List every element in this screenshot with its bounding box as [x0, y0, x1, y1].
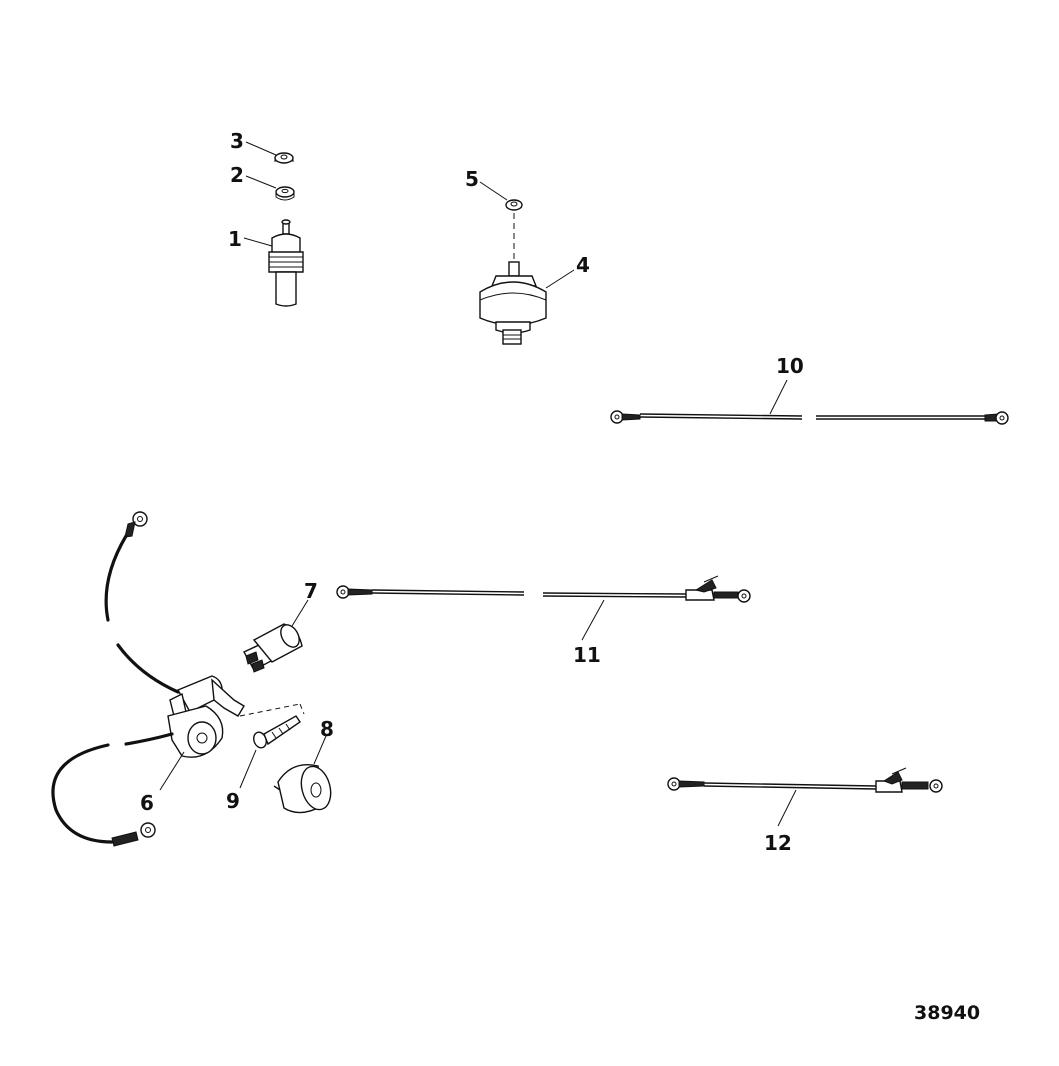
leader-5	[479, 181, 508, 201]
leader-10	[769, 379, 788, 415]
callout-6: 6	[140, 791, 154, 815]
part-10-wire	[610, 410, 1009, 425]
part-9-screw	[239, 703, 305, 749]
part-11-wire	[336, 575, 751, 603]
part-8-boot	[273, 764, 332, 814]
leader-2	[245, 175, 277, 189]
callout-8: 8	[320, 717, 334, 741]
part-5-nut	[505, 199, 523, 211]
part-7-cap	[243, 623, 303, 673]
part-12-wire	[667, 767, 943, 793]
callout-5: 5	[465, 167, 479, 191]
callout-9: 9	[226, 789, 240, 813]
callout-2: 2	[230, 163, 244, 187]
callout-12: 12	[764, 831, 792, 855]
leader-12	[777, 789, 797, 827]
part-2-washer	[275, 186, 295, 201]
leader-7	[291, 599, 309, 627]
leader-4	[545, 269, 575, 289]
part-4-sender	[479, 261, 547, 345]
callout-10: 10	[776, 354, 804, 378]
leader-9	[239, 749, 257, 789]
part-3-nut	[274, 152, 294, 164]
callout-11: 11	[573, 643, 601, 667]
callout-3: 3	[230, 129, 244, 153]
leader-8	[313, 735, 327, 765]
leader-1	[243, 237, 273, 247]
leader-11	[581, 599, 605, 641]
callout-4: 4	[576, 253, 590, 277]
part-6-switch	[51, 511, 245, 847]
leader-3	[245, 141, 277, 156]
part-1-sender	[268, 219, 304, 307]
callout-7: 7	[304, 579, 318, 603]
figure-number: 38940	[914, 1002, 980, 1024]
leader-6	[159, 751, 185, 791]
callout-1: 1	[228, 227, 242, 251]
